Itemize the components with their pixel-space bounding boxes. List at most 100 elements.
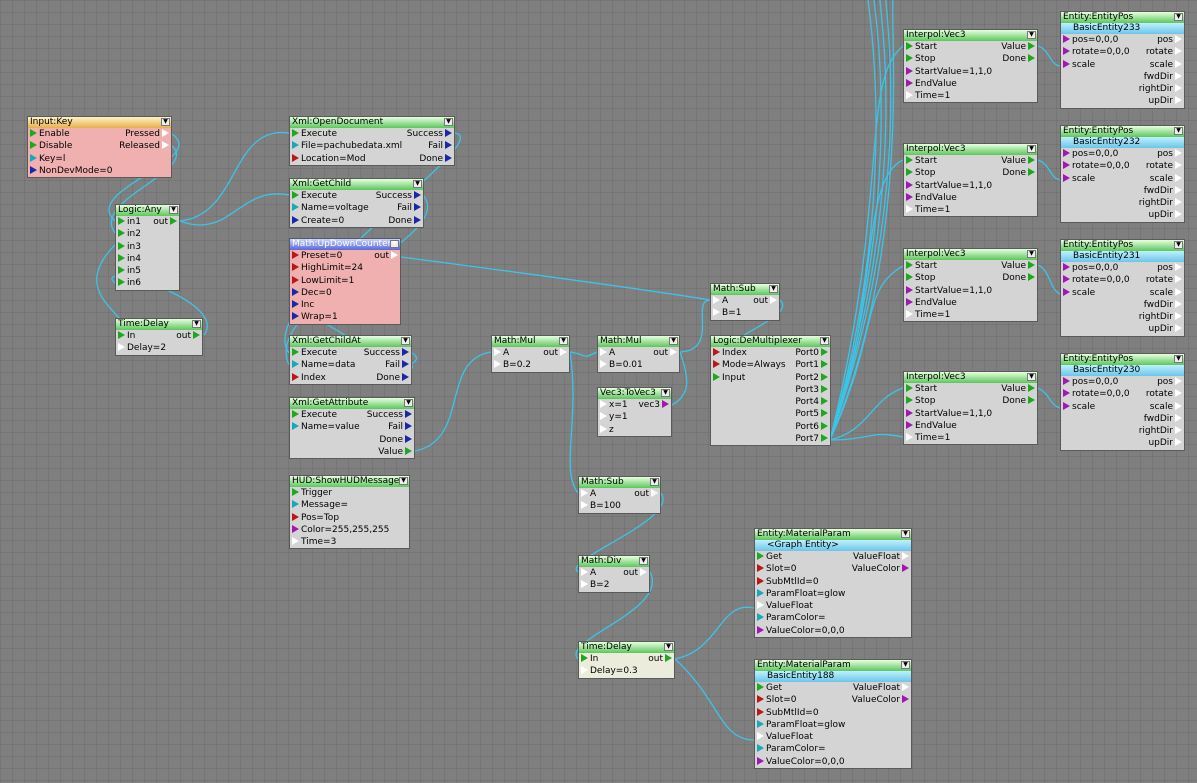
connection-wire[interactable] [829, 433, 904, 441]
connection-wire[interactable] [569, 351, 598, 357]
output-port-icon[interactable] [1175, 312, 1182, 321]
connection-wire[interactable] [179, 193, 290, 226]
input-port-icon[interactable] [30, 153, 37, 162]
node-entity-label[interactable]: <Graph Entity> [755, 540, 911, 551]
input-port[interactable]: StartValue=1,1,0 [906, 180, 992, 192]
node-menu-chevron-down-icon[interactable]: ▼ [169, 206, 178, 214]
input-port-icon[interactable] [906, 384, 913, 392]
input-port-icon[interactable] [118, 266, 125, 275]
output-port-icon[interactable] [821, 348, 828, 356]
node-title[interactable]: Math:Sub▼ [711, 284, 779, 295]
input-port-icon[interactable] [757, 552, 764, 560]
input-port-icon[interactable] [906, 168, 913, 177]
output-port[interactable]: Done [419, 153, 452, 165]
output-port[interactable]: Done [1002, 167, 1035, 179]
connection-wire[interactable] [829, 0, 882, 441]
node-entity-label[interactable]: BasicEntity230 [1061, 365, 1184, 376]
input-port[interactable]: Enable [30, 128, 70, 140]
connection-wire[interactable] [674, 606, 755, 660]
node-title[interactable]: Time:Delay▼ [116, 319, 202, 330]
input-port-icon[interactable] [292, 287, 299, 296]
output-port[interactable]: Port4 [795, 396, 828, 408]
node-title[interactable]: Entity:EntityPos▼ [1061, 354, 1184, 365]
node-title[interactable]: Input:Key▼ [28, 117, 171, 128]
output-port[interactable]: Released [119, 140, 169, 152]
node-entity-label[interactable]: BasicEntity231 [1061, 251, 1184, 262]
node-menu-chevron-down-icon[interactable]: ▼ [769, 285, 778, 293]
connection-wire[interactable] [575, 492, 664, 573]
input-port[interactable]: A [600, 347, 615, 359]
output-port[interactable]: rotate [1146, 46, 1182, 58]
output-port[interactable]: Value [1001, 155, 1035, 167]
input-port[interactable]: LowLimit=1 [292, 275, 354, 287]
connection-wire[interactable] [1037, 264, 1061, 295]
output-port[interactable]: Port6 [795, 421, 828, 433]
node-title[interactable]: Logic:Any▼ [116, 205, 179, 216]
input-port-icon[interactable] [118, 343, 125, 352]
output-port-icon[interactable] [1028, 273, 1035, 282]
output-port[interactable]: Port3 [795, 384, 828, 396]
output-port[interactable]: Success [367, 409, 412, 421]
output-port[interactable]: Value [378, 446, 412, 458]
input-port[interactable]: in2 [118, 228, 141, 240]
input-port[interactable]: ValueFloat [757, 600, 813, 612]
input-port-icon[interactable] [118, 278, 125, 287]
node-title[interactable]: Interpol:Vec3▼ [904, 144, 1037, 155]
input-port-icon[interactable] [581, 568, 588, 576]
node-menu-chevron-down-icon[interactable]: ▼ [1027, 250, 1036, 258]
node-title[interactable]: Logic:DeMultiplexer▼ [711, 336, 830, 347]
output-port-icon[interactable] [414, 215, 421, 224]
input-port[interactable]: A [581, 488, 596, 500]
input-port[interactable]: Color=255,255,255 [292, 524, 389, 536]
output-port-icon[interactable] [1175, 84, 1182, 93]
input-port-icon[interactable] [757, 601, 764, 610]
output-port-icon[interactable] [770, 296, 777, 304]
output-port-icon[interactable] [560, 348, 567, 356]
node-menu-chevron-down-icon[interactable]: ▼ [401, 337, 410, 345]
input-port[interactable]: Location=Mod [292, 153, 366, 165]
input-port-icon[interactable] [292, 300, 299, 309]
input-port-icon[interactable] [292, 500, 299, 509]
output-port-icon[interactable] [662, 400, 669, 408]
input-port[interactable]: Disable [30, 140, 72, 152]
output-port[interactable]: Success [364, 347, 409, 359]
input-port[interactable]: StartValue=1,1,0 [906, 66, 992, 78]
input-port-icon[interactable] [757, 576, 764, 585]
output-port[interactable]: ValueFloat [853, 682, 909, 694]
output-port-icon[interactable] [1028, 168, 1035, 177]
output-port-icon[interactable] [1175, 389, 1182, 398]
output-port[interactable]: rightDir [1139, 425, 1182, 437]
node-title[interactable]: Entity:EntityPos▼ [1061, 126, 1184, 137]
input-port-icon[interactable] [906, 273, 913, 282]
connection-wire[interactable] [674, 658, 755, 741]
output-port-icon[interactable] [170, 217, 177, 225]
output-port[interactable]: Fail [388, 421, 412, 433]
output-port[interactable]: pos [1157, 148, 1182, 160]
node-title[interactable]: Interpol:Vec3▼ [904, 372, 1037, 383]
output-port[interactable]: ValueFloat [853, 551, 909, 563]
output-port[interactable]: fwdDir [1144, 71, 1182, 83]
input-port[interactable]: Start [906, 41, 937, 53]
output-port[interactable]: Done [379, 434, 412, 446]
output-port[interactable]: rightDir [1139, 83, 1182, 95]
node-menu-chevron-down-icon[interactable]: ▼ [399, 477, 408, 485]
node-menu-chevron-down-icon[interactable]: ▼ [1174, 355, 1183, 363]
output-port-icon[interactable] [405, 422, 412, 431]
input-port[interactable]: rotate=0,0,0 [1063, 274, 1130, 286]
input-port-icon[interactable] [906, 285, 913, 294]
output-port-icon[interactable] [821, 397, 828, 406]
output-port-icon[interactable] [821, 372, 828, 381]
output-port-icon[interactable] [1175, 438, 1182, 447]
input-port-icon[interactable] [757, 613, 764, 622]
input-port[interactable]: B=1 [713, 307, 741, 319]
input-port[interactable]: y=1 [600, 411, 628, 423]
input-port[interactable]: Stop [906, 53, 935, 65]
output-port[interactable]: rotate [1146, 274, 1182, 286]
input-port-icon[interactable] [1063, 389, 1070, 398]
input-port[interactable]: Execute [292, 190, 337, 202]
output-port-icon[interactable] [902, 683, 909, 691]
input-port-icon[interactable] [600, 348, 607, 356]
